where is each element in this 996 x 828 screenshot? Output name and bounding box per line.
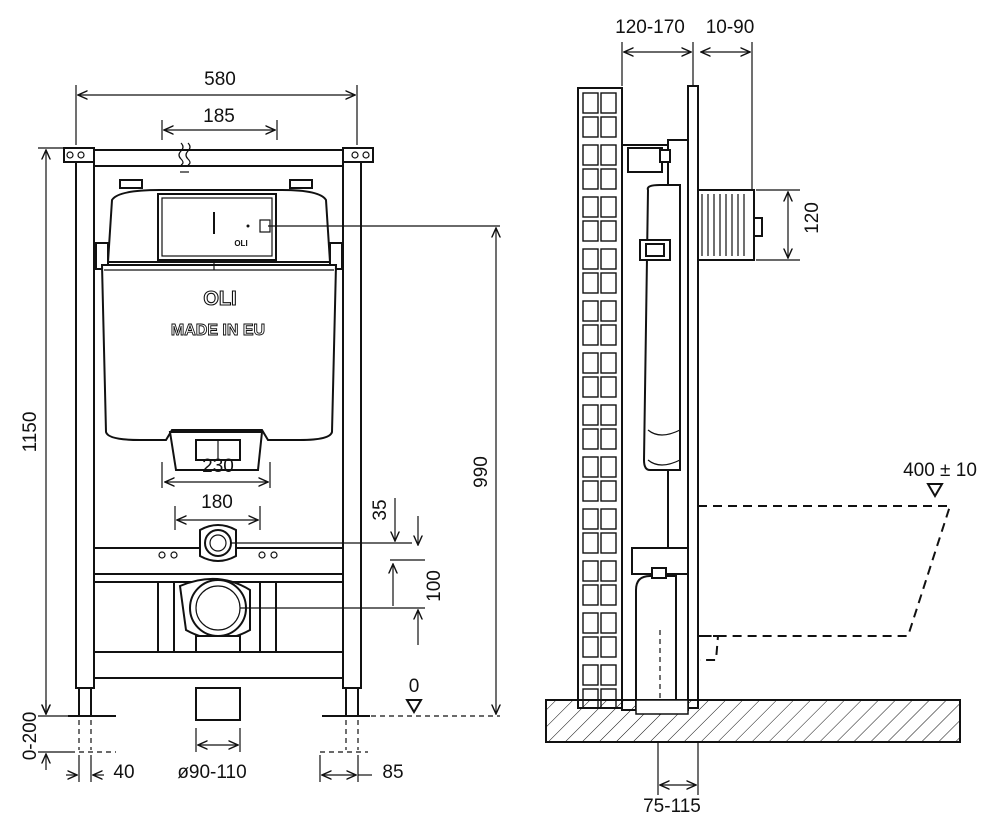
button-120-label: 120 [802,202,823,234]
right-upright [342,147,362,689]
height-990-label: 990 [471,456,492,488]
dim-width-bracket: 185 [161,106,278,140]
dim-height-1150: 1150 [20,147,72,714]
outlet-230-label: 230 [202,456,234,477]
drain-100-label: 100 [424,570,445,602]
cistern-outlet [161,431,271,488]
width-total-label: 580 [204,69,236,90]
dim-plate-depth: 10-90 [701,17,754,190]
front-view: 580 185 [20,69,500,783]
plate-brand-text: OLI [234,239,247,248]
tank-brand-text: OLI [203,288,236,310]
dim-outlet-180: 180 [174,492,261,530]
cistern-tank [100,264,338,441]
leg-40-label: 40 [113,762,134,783]
wall-depth-label: 120-170 [615,17,685,38]
height-1150-label: 1150 [20,412,41,453]
dim-inlet-35: 35 [370,498,425,561]
drain-assembly [157,577,277,752]
dim-height-990: 990 [471,228,496,714]
dim-leg-adjust: 0-200 [20,700,70,770]
flush-box-side [697,189,763,261]
dim-wall-depth: 120-170 [615,17,694,86]
drain-pipe [195,687,241,721]
top-crossbar [93,149,344,167]
dim-leg-85: 85 [319,755,404,783]
toilet-bowl-outline [698,505,952,661]
inlet-pipe [158,524,278,562]
dim-button-120: 120 [756,189,823,261]
seat-height-marker: 400 ± 10 [903,460,977,498]
floor-level-marker: 0 [405,676,423,714]
side-view: 120-170 10-90 [545,17,977,817]
flush-plate-opening: OLI [157,193,277,270]
level-triangle-icon [405,699,423,714]
inlet-35-label: 35 [370,499,391,520]
left-upright [75,147,95,689]
width-bracket-label: 185 [203,106,235,127]
leg-adjust-label: 0-200 [20,712,41,761]
dim-leg-40: 40 [66,755,135,783]
water-inlet-icon [178,142,191,173]
floor-level-label: 0 [409,676,420,697]
tiled-wall [577,87,623,709]
dim-width-total: 580 [75,69,358,145]
floor-slab [545,699,961,743]
dim-outlet-230: 230 [165,456,268,482]
plate-depth-label: 10-90 [706,17,755,38]
leg-85-label: 85 [382,762,403,783]
tank-made-text: MADE IN EU [171,322,265,339]
left-leg [78,687,92,717]
bottom-crossbar [93,651,344,679]
outlet-180-label: 180 [201,492,233,513]
wall-board [687,85,699,709]
level-triangle-icon [926,483,944,498]
dim-drain-depth: 75-115 [643,742,701,817]
dim-drain-100: 100 [393,564,445,645]
seat-height-label: 400 ± 10 [903,460,977,481]
cistern-side [642,184,681,471]
drain-diameter-label: ø90-110 [177,762,246,783]
left-top-bracket [63,147,95,163]
right-leg [345,687,359,717]
drain-depth-label: 75-115 [643,796,701,817]
drain-elbow [635,575,677,711]
